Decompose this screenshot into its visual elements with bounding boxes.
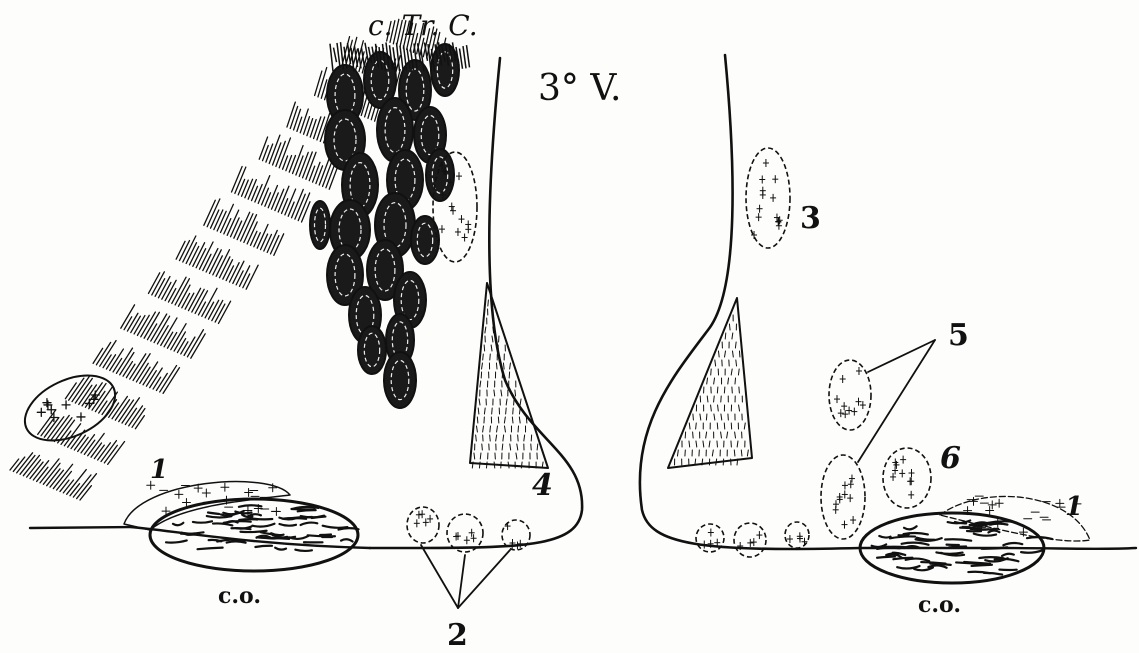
label-4: 4 — [532, 468, 553, 503]
nucleus-2-1 — [407, 507, 439, 543]
label-co-left: c.o. — [218, 583, 261, 609]
cell-cluster — [310, 42, 470, 408]
label-third-ventricle: 3° V. — [538, 68, 622, 109]
label-6: 6 — [940, 441, 961, 476]
hatched-triangle-left — [470, 283, 548, 468]
nucleus-small-right-2 — [734, 523, 766, 557]
label-1-right: 1 — [1065, 492, 1083, 522]
floor-line-left — [30, 527, 370, 548]
dashed-nuclei — [407, 148, 931, 557]
label-2: 2 — [447, 618, 468, 653]
label-3: 3 — [800, 201, 821, 236]
label-5: 5 — [948, 318, 969, 353]
nucleus-small-right-1 — [696, 524, 724, 552]
label-ctrc: c. Tr. C. — [368, 9, 478, 42]
nucleus-small-right-3 — [785, 522, 809, 548]
nucleus-5-lower — [821, 455, 865, 539]
ventricle-right-wall — [640, 55, 860, 549]
optic-chiasm-left — [150, 499, 359, 571]
nucleus-2-3 — [502, 520, 530, 550]
leader-lines-5 — [858, 340, 935, 462]
nucleus-5-upper — [829, 360, 871, 430]
hatched-triangle-right — [668, 298, 752, 468]
nucleus-6 — [883, 448, 931, 508]
fiber-cell — [15, 362, 126, 453]
label-co-right: c.o. — [918, 592, 961, 618]
leader-lines-2 — [421, 545, 510, 608]
nucleus-3 — [746, 148, 790, 248]
label-1-left: 1 — [150, 455, 168, 485]
